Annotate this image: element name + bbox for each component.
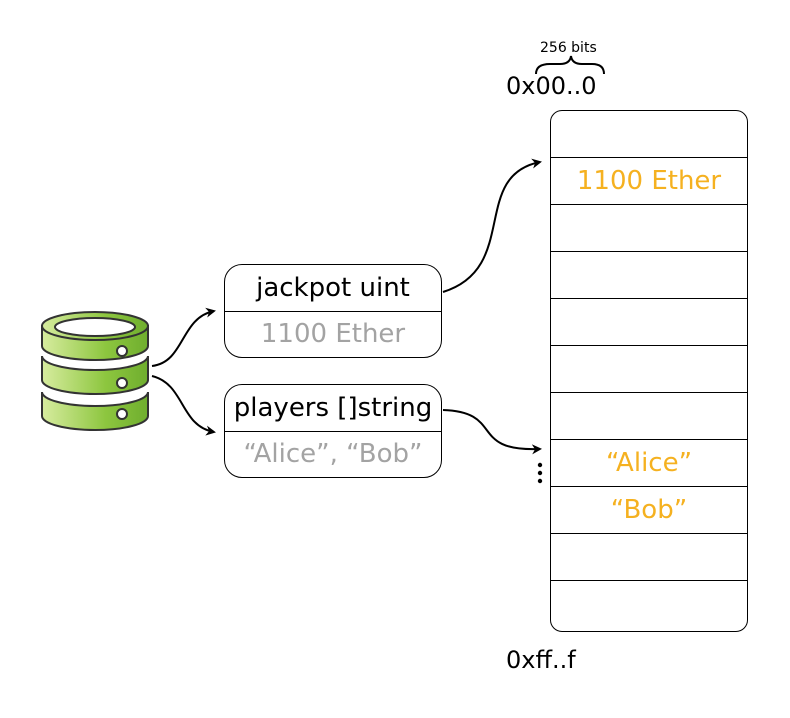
storage-slot — [551, 581, 747, 628]
storage-slots: 1100 Ether “Alice” “Bob” — [550, 110, 748, 632]
bits-brace — [535, 55, 605, 75]
storage-slot — [551, 111, 747, 158]
db-to-players-arrow — [151, 375, 216, 436]
players-variable-name: players []string — [225, 385, 441, 432]
end-address-label: 0xff..f — [506, 646, 576, 674]
storage-slot — [551, 393, 747, 440]
db-to-jackpot-arrow — [151, 307, 216, 367]
storage-slot — [551, 299, 747, 346]
jackpot-variable-box: jackpot uint 1100 Ether — [224, 264, 442, 358]
storage-slot — [551, 205, 747, 252]
storage-slot: 1100 Ether — [551, 158, 747, 205]
start-address-label: 0x00..0 — [506, 72, 597, 100]
storage-slot: “Bob” — [551, 487, 747, 534]
slot-width-label: 256 bits — [540, 40, 597, 56]
jackpot-variable-value: 1100 Ether — [260, 319, 406, 349]
players-variable-box: players []string “Alice”, “Bob” — [224, 384, 442, 478]
players-to-storage-arrow — [442, 409, 542, 455]
database-icon — [41, 311, 149, 431]
storage-slot — [551, 534, 747, 581]
players-variable-value: “Alice”, “Bob” — [243, 439, 423, 469]
storage-slot — [551, 346, 747, 393]
jackpot-variable-name: jackpot uint — [225, 265, 441, 312]
storage-slot: “Alice” — [551, 440, 747, 487]
ellipsis-vertical-icon — [537, 462, 543, 484]
storage-slot — [551, 252, 747, 299]
jackpot-to-storage-arrow — [442, 158, 542, 293]
